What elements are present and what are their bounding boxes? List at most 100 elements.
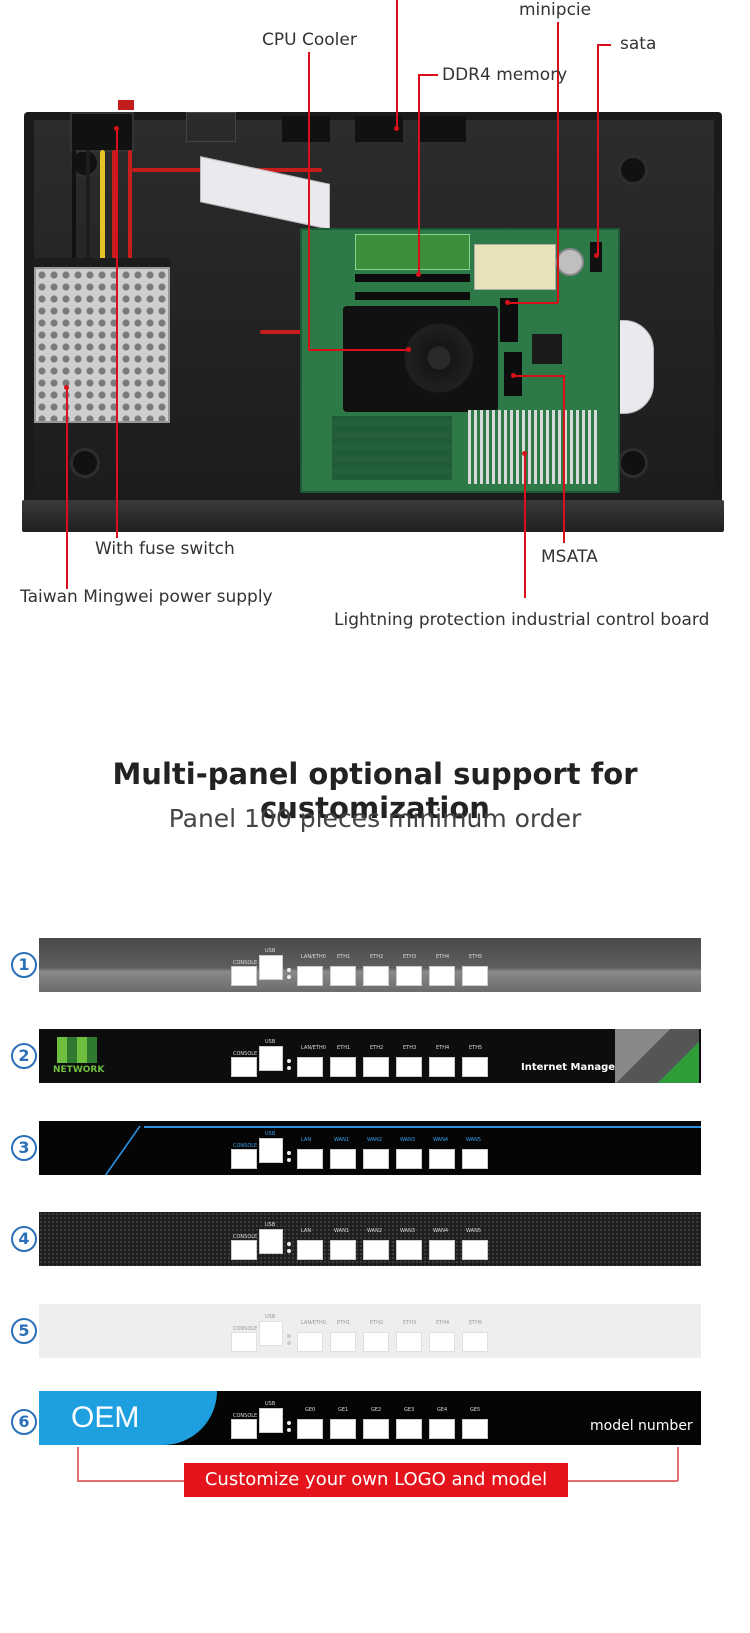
panel-number: 6 [11,1409,37,1435]
callout-line [116,128,118,538]
usb-port [259,1046,283,1071]
memory-slot [355,292,470,300]
port-label: GE0 [305,1407,316,1413]
front-panel-option: CONSOLE USB LAN/ETH0 ETH1 ETH2 ETH3 ETH4… [39,938,701,992]
port-label: USB [265,948,276,954]
ethernet-port [396,1240,422,1260]
ethernet-port [297,1149,323,1169]
status-led [287,1249,291,1253]
ethernet-port [297,1419,323,1439]
panel-logo-text: NETWORK [53,1065,105,1075]
port-label: ETH4 [436,1045,450,1051]
callout-fuse-switch: With fuse switch [95,539,235,559]
wire [112,150,116,262]
front-panel-option: OEM model number CONSOLE USB GE0 GE1 GE2… [39,1391,701,1445]
oem-logo-area [39,1391,217,1445]
console-port [231,1149,257,1169]
vga-port [186,112,236,142]
power-inlet [70,112,134,152]
ethernet-port [396,966,422,986]
port-label: USB [265,1401,276,1407]
blue-accent-line [96,1126,141,1175]
callout-line [597,44,611,46]
panel-port-area: CONSOLE USB LAN WAN1 WAN2 WAN3 WAN4 WAN5 [231,1127,651,1171]
callout-control-board: Lightning protection industrial control … [334,610,710,630]
ethernet-port [396,1149,422,1169]
port-label: LAN/ETH0 [301,1045,326,1051]
ethernet-port [363,1419,389,1439]
callout-dot [522,451,527,456]
ethernet-port [297,1057,323,1077]
status-led [287,1428,291,1432]
callout-line [508,302,558,304]
port-label: ETH1 [337,1045,351,1051]
callout-cpu-cooler: CPU Cooler [262,30,357,50]
ethernet-port [330,1419,356,1439]
callout-dot [511,373,516,378]
ethernet-port [462,966,488,986]
port-label: ETH3 [403,1045,417,1051]
board-components [332,416,452,480]
panel-tagline: Internet Management [521,1062,645,1073]
port-label: WAN3 [400,1228,416,1234]
port-label: CONSOLE [233,1234,258,1240]
port-label: WAN3 [400,1137,416,1143]
status-led [287,1158,291,1162]
status-led [287,1151,291,1155]
console-port [231,1057,257,1077]
ethernet-port [429,1332,455,1352]
port-label: WAN2 [367,1137,383,1143]
front-panel-option: CONSOLE USB LAN WAN1 WAN2 WAN3 WAN4 WAN5 [39,1121,701,1175]
callout-dot [594,253,599,258]
network-logo-icon [57,1037,97,1063]
port-label: LAN/ETH0 [301,1320,326,1326]
port-label: WAN4 [433,1137,449,1143]
port-label: CONSOLE [233,1051,258,1057]
port-label: GE2 [371,1407,382,1413]
bracket-line [567,1480,678,1482]
ethernet-port [429,1240,455,1260]
port-label: WAN4 [433,1228,449,1234]
page-title: Multi-panel optional support for customi… [112,757,638,825]
port-label: GE1 [338,1407,349,1413]
callout-line [308,52,310,350]
callout-line [396,0,398,128]
callout-line [418,74,420,274]
ethernet-port [429,1057,455,1077]
port-label: USB [265,1131,276,1137]
sd-slot [474,244,556,290]
callout-dot [114,126,119,131]
port-label: WAN1 [334,1228,350,1234]
ethernet-port [429,966,455,986]
status-led [287,1066,291,1070]
front-panel-option: NETWORK Internet Management CONSOLE USB … [39,1029,701,1083]
cmos-battery [556,248,584,276]
port-label: ETH1 [337,954,351,960]
port-label: WAN5 [466,1137,482,1143]
chassis-foot [618,448,648,478]
panel-number: 4 [11,1226,37,1252]
port-label: ETH1 [337,1320,351,1326]
minipcie-slot [500,298,518,342]
ethernet-port [396,1332,422,1352]
status-led [287,975,291,979]
port-label: ETH2 [370,1045,384,1051]
port-label: LAN [301,1137,312,1143]
port-label: ETH4 [436,1320,450,1326]
chipset [532,334,562,364]
front-panel-option: CONSOLE USB LAN WAN1 WAN2 WAN3 WAN4 WAN5 [39,1212,701,1266]
model-number-text: model number [590,1418,693,1434]
usb-port [259,1138,283,1163]
status-led [287,1341,291,1345]
ethernet-port [363,1240,389,1260]
console-port [231,966,257,986]
status-led [287,968,291,972]
panel-port-area: CONSOLE USB GE0 GE1 GE2 GE3 GE4 GE5 [231,1397,651,1441]
port-label: CONSOLE [233,1413,258,1419]
wire [86,150,90,262]
wire [72,150,76,262]
ethernet-port [330,1149,356,1169]
port-label: GE5 [470,1407,481,1413]
panel-port-area: CONSOLE USB LAN/ETH0 ETH1 ETH2 ETH3 ETH4… [231,1310,651,1354]
ethernet-port [330,966,356,986]
